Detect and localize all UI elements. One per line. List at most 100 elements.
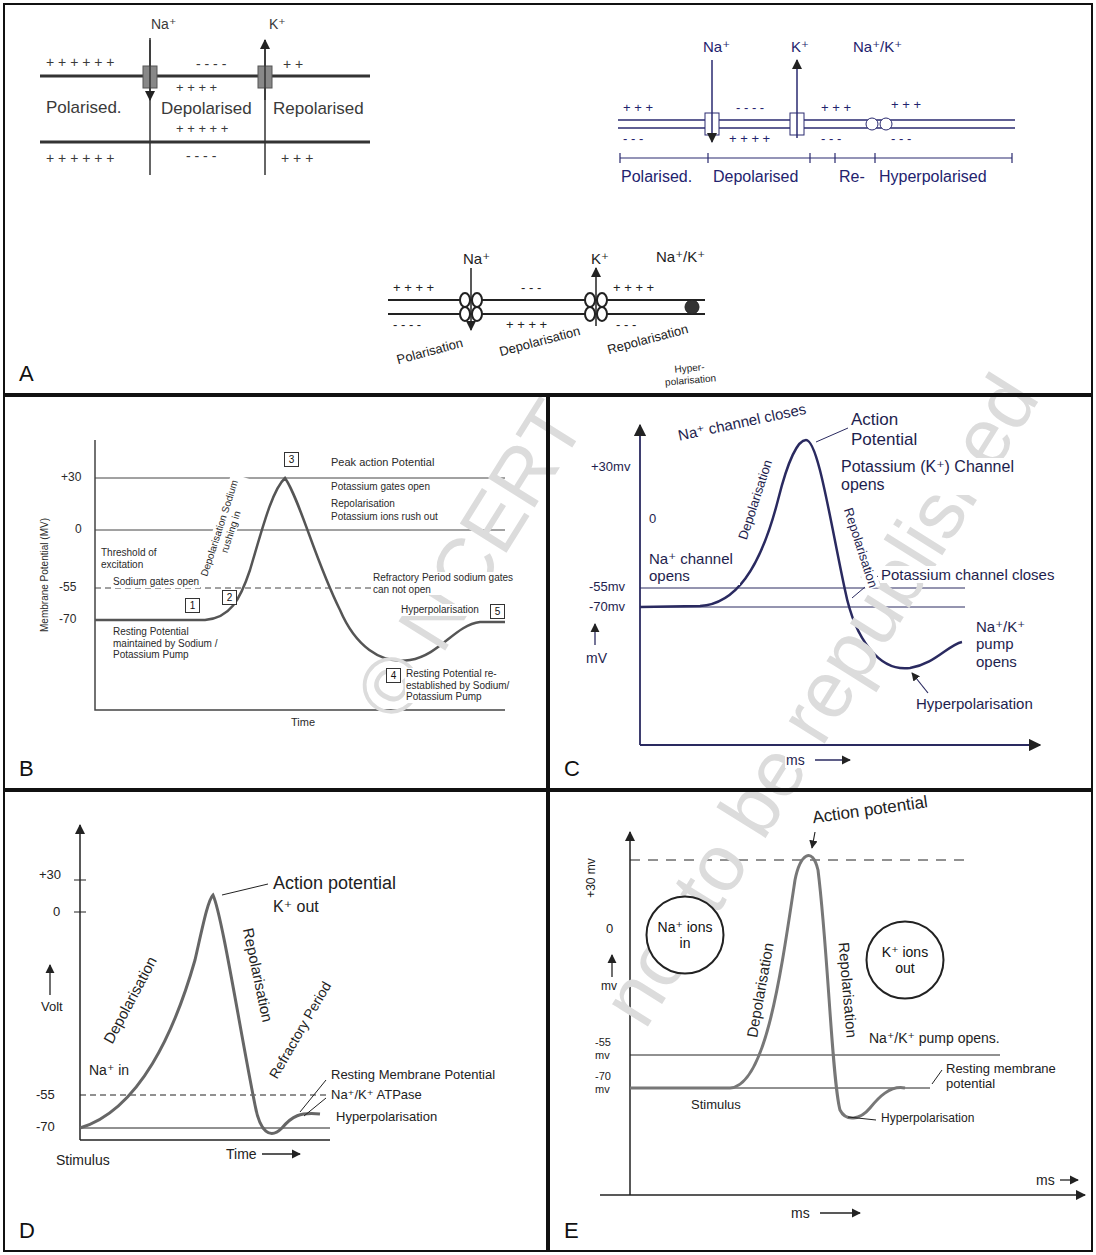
- annotation-label: Na⁺: [462, 250, 491, 267]
- graph-d: [79, 825, 81, 1140]
- membrane-sketch: [618, 127, 1015, 129]
- annotation-label: + + +: [622, 101, 654, 116]
- annotation-label: + + + +: [612, 281, 655, 296]
- annotation-label: 0: [74, 523, 83, 537]
- membrane-sketch: [620, 153, 1012, 163]
- annotation-label: + + + +: [175, 81, 218, 96]
- annotation-label: + + + +: [392, 281, 435, 296]
- annotation-label: Resting Membrane Potential: [330, 1068, 496, 1083]
- membrane-sketch: [40, 75, 370, 78]
- graph-d: [80, 1139, 330, 1141]
- membrane-sketch: [796, 60, 798, 138]
- ion-text: Na⁺ ions in: [654, 919, 716, 951]
- annotation-label: Hyperpolarisation: [880, 1112, 975, 1126]
- callout-number: 5: [495, 607, 501, 617]
- annotation-label: + + +: [280, 150, 314, 166]
- annotation-label: + + + +: [728, 132, 771, 147]
- callout-box: 3: [284, 452, 299, 467]
- membrane-sketch: [470, 268, 472, 330]
- annotation-label: Na⁺: [702, 38, 731, 55]
- membrane-sketch: [595, 268, 597, 326]
- ion-circle: Na⁺ ions in: [645, 895, 725, 975]
- membrane-sketch: [618, 60, 1015, 163]
- annotation-label: 0: [52, 905, 61, 920]
- annotation-label: mV: [585, 650, 608, 666]
- graph-e: [848, 1117, 876, 1120]
- graph-c: [816, 428, 848, 442]
- annotation-label: -55: [35, 1088, 56, 1103]
- membrane-sketch: [711, 60, 713, 142]
- membrane-sketch: [460, 307, 470, 321]
- graph-e: [630, 1055, 1000, 1056]
- annotation-label: Stimulus: [690, 1098, 742, 1113]
- annotation-label: - - - -: [195, 56, 227, 72]
- graph-d: [74, 880, 86, 912]
- annotation-label: Hyperpolarisation: [915, 695, 1034, 712]
- panel-frame: ENa⁺ ions inK⁺ ions out: [548, 790, 1093, 1252]
- membrane-sketch: [685, 300, 699, 314]
- ion-circle: K⁺ ions out: [865, 920, 945, 1000]
- annotation-label: Na⁺/K⁺: [852, 38, 903, 55]
- annotation-label: Potassium ions rush out: [330, 511, 439, 523]
- annotation-label: K⁺: [790, 38, 810, 55]
- annotation-label: 0: [605, 922, 614, 937]
- annotation-label: -55 mv: [594, 1036, 624, 1061]
- graph-b: [95, 478, 505, 479]
- membrane-sketch: [40, 38, 370, 175]
- panel-letter: B: [19, 758, 34, 780]
- graph-d: [300, 1080, 326, 1112]
- callout-number: 4: [391, 671, 397, 681]
- membrane-sketch: [618, 119, 1015, 121]
- annotation-label: - - -: [820, 132, 842, 147]
- annotation-label: -55: [58, 581, 77, 595]
- membrane-sketch: [472, 307, 482, 321]
- annotation-label: + + + +: [505, 318, 548, 333]
- annotation-label: -70: [58, 613, 77, 627]
- membrane-sketch: [460, 293, 470, 307]
- annotation-label: Na⁺/K⁺ ATPase: [330, 1088, 423, 1103]
- annotation-label: ms: [790, 1205, 811, 1221]
- annotation-label: Depolarised: [712, 168, 799, 186]
- membrane-sketch: [388, 299, 705, 301]
- annotation-label: Sodium gates open: [112, 576, 200, 588]
- annotation-label: Repolarisation: [835, 940, 861, 1039]
- ion-text: K⁺ ions out: [874, 944, 936, 976]
- annotation-label: - - -: [520, 281, 542, 296]
- annotation-label: +30: [60, 471, 82, 485]
- annotation-label: + +: [282, 56, 304, 72]
- annotation-label: K⁺: [590, 250, 610, 267]
- membrane-sketch: [880, 118, 892, 130]
- annotation-label: -70mv: [588, 600, 626, 615]
- annotation-label: Time: [225, 1146, 258, 1162]
- annotation-label: - - - -: [185, 148, 217, 164]
- annotation-label: Resting membrane potential: [945, 1062, 1062, 1092]
- annotation-label: Hyper- polarisation: [657, 360, 723, 388]
- membrane-sketch: [149, 38, 151, 100]
- membrane-sketch: [472, 293, 482, 307]
- graph-d: [80, 1128, 330, 1129]
- annotation-label: Re-: [838, 168, 866, 186]
- membrane-sketch: [264, 40, 266, 175]
- graph-e: [1060, 1179, 1078, 1180]
- annotation-label: Hyperpolarisation: [335, 1110, 438, 1125]
- callout-box: 2: [222, 590, 237, 605]
- graph-c: [639, 425, 641, 745]
- annotation-label: Action potential: [272, 873, 397, 894]
- membrane-sketch: [388, 313, 705, 315]
- annotation-label: Na⁺ in: [88, 1062, 130, 1078]
- membrane-sketch: [40, 141, 370, 144]
- annotation-label: Threshold of excitation: [100, 547, 177, 570]
- graph-e: [600, 1194, 1085, 1196]
- annotation-label: Depolarisation Sodium rushing in: [197, 473, 253, 587]
- annotation-label: Na⁺ channel opens: [648, 550, 740, 585]
- annotation-label: Na⁺/K⁺ pump opens: [975, 618, 1052, 670]
- annotation-label: Repolarisation: [330, 498, 396, 510]
- graph-c: [912, 673, 928, 693]
- annotation-label: Potassium (K⁺) Channel opens: [840, 458, 1017, 495]
- annotation-label: Na⁺/K⁺: [655, 248, 706, 265]
- membrane-sketch: [866, 118, 878, 130]
- annotation-label: Na⁺/K⁺ pump opens.: [868, 1030, 1001, 1046]
- graph-e: [820, 1212, 860, 1213]
- annotation-label: Hyperpolarisation: [400, 604, 480, 616]
- annotation-label: K⁺: [268, 16, 287, 32]
